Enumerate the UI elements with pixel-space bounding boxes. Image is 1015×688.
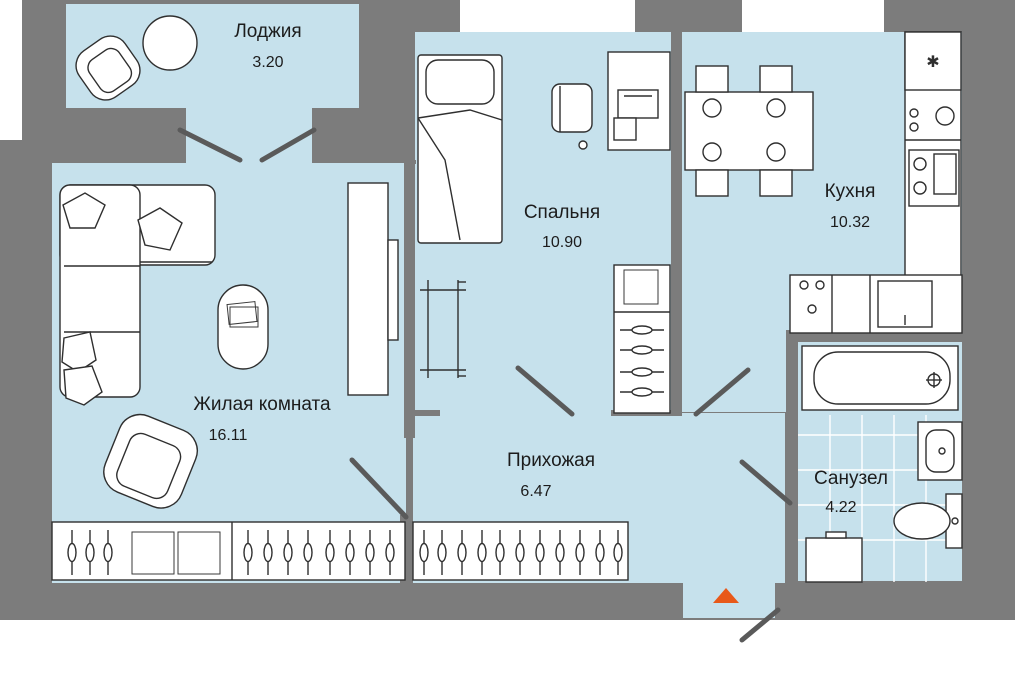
hanger-hook <box>631 345 653 355</box>
hanger-hook <box>385 542 395 563</box>
hanger-hook <box>103 542 113 563</box>
living-area: 16.11 <box>209 427 248 444</box>
hanger-hook <box>631 325 653 335</box>
hanger-hook <box>303 542 313 563</box>
loggia-area: 3.20 <box>252 54 283 71</box>
sink-icon <box>905 106 961 141</box>
bedroom-bench <box>420 280 466 378</box>
desk-chair <box>551 83 593 150</box>
bedroom-hangers <box>620 325 664 397</box>
hanger-hook <box>575 542 585 563</box>
doors <box>177 127 793 643</box>
partitions <box>400 28 962 585</box>
hanger-hook <box>85 542 95 563</box>
stove-icon <box>908 149 960 207</box>
hanger-hook <box>67 542 77 563</box>
kitchen-area: 10.32 <box>830 214 870 231</box>
fridge-icon: ✱ <box>904 31 962 91</box>
hanger-hook <box>243 542 253 563</box>
hanger-hook <box>419 542 429 563</box>
kitchen-name: Кухня <box>825 181 876 202</box>
loggia-name: Лоджия <box>234 21 301 42</box>
svg-text:✱: ✱ <box>926 52 939 71</box>
hanger-hook <box>555 542 565 563</box>
hanger-hook <box>477 542 487 563</box>
hallway-name: Прихожая <box>507 450 595 471</box>
entrance-arrow-icon <box>713 588 739 603</box>
room-labels: Лоджия 3.20 Спальня 10.90 Кухня 10.32 Жи… <box>193 21 888 516</box>
hanger-hook <box>365 542 375 563</box>
hanger-hook <box>263 542 273 563</box>
toilet-icon <box>893 493 963 549</box>
hallway-hangers <box>419 530 623 575</box>
bathroom-furniture <box>801 345 963 583</box>
bedroom-area: 10.90 <box>542 234 582 251</box>
tv <box>387 239 399 341</box>
washbasin-icon <box>917 421 963 481</box>
hanger-hook <box>437 542 447 563</box>
hanger-hook <box>515 542 525 563</box>
hanger-hook <box>631 367 653 377</box>
bathtub-icon <box>801 345 959 411</box>
laptop-icon <box>613 89 659 141</box>
hanger-hook <box>345 542 355 563</box>
living-hangers <box>67 530 395 575</box>
hanger-hook <box>457 542 467 563</box>
tv-stand <box>347 182 389 396</box>
hanger-hook <box>631 387 653 397</box>
loggia-passage-floor <box>186 108 312 163</box>
hanger-hook <box>495 542 505 563</box>
loggia-table <box>142 15 198 71</box>
hanger-hook <box>325 542 335 563</box>
living-name: Жилая комната <box>193 394 331 415</box>
hallway-area: 6.47 <box>520 483 551 500</box>
living-armchair <box>103 413 198 509</box>
kitchen-furniture: ✱ <box>684 31 963 334</box>
hanger-hook <box>613 542 623 563</box>
bedroom-furniture <box>417 51 671 414</box>
bedroom-name: Спальня <box>524 202 600 223</box>
hanger-hook <box>283 542 293 563</box>
hanger-hook <box>595 542 605 563</box>
washing-machine-icon <box>805 531 863 583</box>
loggia-armchair <box>75 35 141 101</box>
bathroom-area: 4.22 <box>825 499 856 516</box>
loggia-furniture <box>75 15 198 101</box>
bathroom-name: Санузел <box>814 468 888 489</box>
hanger-hook <box>535 542 545 563</box>
